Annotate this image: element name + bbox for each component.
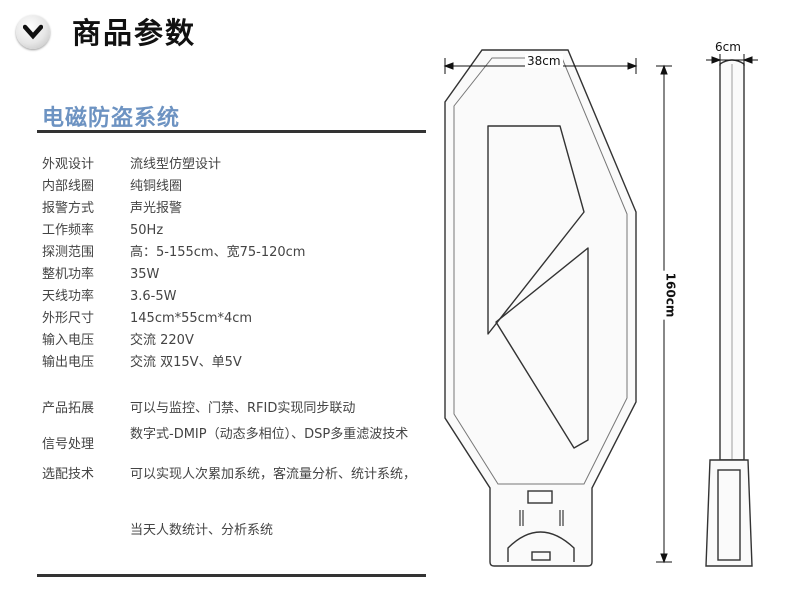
spec-label: 报警方式 xyxy=(42,201,95,216)
spec-value: 流线型仿塑设计 xyxy=(130,157,222,172)
section-title: 电磁防盗系统 xyxy=(42,106,181,131)
page-title: 商品参数 xyxy=(72,16,197,50)
spec-value: 可以与监控、门禁、RFID实现同步联动 xyxy=(130,401,356,416)
spec-value: 交流 220V xyxy=(130,333,194,348)
spec-label: 工作频率 xyxy=(42,223,95,238)
width-dimension: 38cm xyxy=(525,54,563,68)
height-dimension: 160cm xyxy=(663,270,678,320)
spec-label: 天线功率 xyxy=(42,289,95,304)
spec-label: 探测范围 xyxy=(42,245,95,260)
divider-top xyxy=(37,130,426,133)
spec-label: 内部线圈 xyxy=(42,179,95,194)
spec-value: 35W xyxy=(130,267,160,282)
spec-value: 145cm*55cm*4cm xyxy=(130,311,253,326)
spec-value: 高：5-155cm、宽75-120cm xyxy=(130,245,306,260)
spec-label: 信号处理 xyxy=(42,437,95,452)
spec-label: 整机功率 xyxy=(42,267,95,282)
spec-label: 产品拓展 xyxy=(42,401,95,416)
spec-label: 选配技术 xyxy=(42,467,95,482)
spec-label: 输出电压 xyxy=(42,355,95,370)
spec-value: 50Hz xyxy=(130,223,164,238)
spec-value: 声光报警 xyxy=(130,201,183,216)
spec-value: 数字式-DMIP（动态多相位）、DSP多重滤波技术 xyxy=(130,427,409,442)
spec-value: 纯铜线圈 xyxy=(130,179,183,194)
side-view xyxy=(705,59,753,567)
spec-value: 交流 双15V、单5V xyxy=(130,355,242,370)
chevron-down-icon xyxy=(16,15,50,49)
spec-value: 3.6-5W xyxy=(130,289,177,304)
front-view xyxy=(444,49,637,567)
spec-label: 外观设计 xyxy=(42,157,95,172)
depth-dimension: 6cm xyxy=(715,40,741,54)
spec-label: 输入电压 xyxy=(42,333,95,348)
spec-value: 可以实现人次累加系统，客流量分析、统计系统， xyxy=(130,467,417,482)
spec-value: 当天人数统计、分析系统 xyxy=(130,523,274,538)
spec-label: 外形尺寸 xyxy=(42,311,95,326)
divider-bottom xyxy=(37,574,426,577)
